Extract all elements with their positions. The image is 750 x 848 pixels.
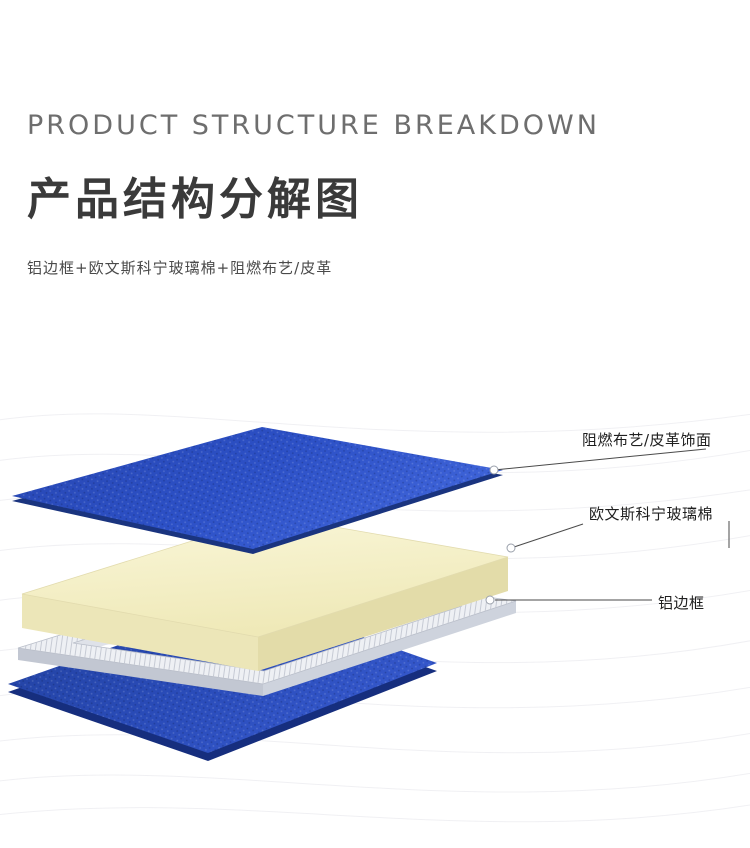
wave-line [0, 732, 750, 754]
label-glasswool: 欧文斯科宁玻璃棉 [589, 505, 714, 523]
anchor-dot-fabric [489, 465, 499, 475]
fabric-top-layer [12, 427, 503, 554]
fabric-sheet-texture [12, 427, 503, 549]
label-fabric-finish: 阻燃布艺/皮革饰面 [582, 431, 712, 449]
anchor-dot-glasswool [506, 543, 516, 553]
frame-side-left [18, 648, 263, 696]
glasswool-layer [21, 515, 509, 671]
leader-line-fabric [493, 448, 707, 471]
foam-side-left [22, 594, 258, 671]
foam-top-face [21, 515, 509, 638]
leader-line-glasswool [510, 523, 584, 549]
wave-line [0, 413, 750, 433]
anchor-dot-frame [485, 595, 495, 605]
wave-line [0, 772, 750, 793]
anchor-dots [485, 465, 516, 605]
page-title-en: PRODUCT STRUCTURE BREAKDOWN [27, 110, 600, 141]
page-title-zh: 产品结构分解图 [27, 174, 363, 225]
foam-side-right [258, 557, 508, 671]
frame-side-right [263, 601, 516, 696]
leader-lines [493, 448, 730, 601]
page-subtitle: 铝边框+欧文斯科宁玻璃棉+阻燃布艺/皮革 [27, 259, 333, 277]
label-aluminum-frame: 铝边框 [658, 594, 705, 612]
wave-line [0, 804, 750, 823]
frame-top-texture [18, 568, 516, 684]
